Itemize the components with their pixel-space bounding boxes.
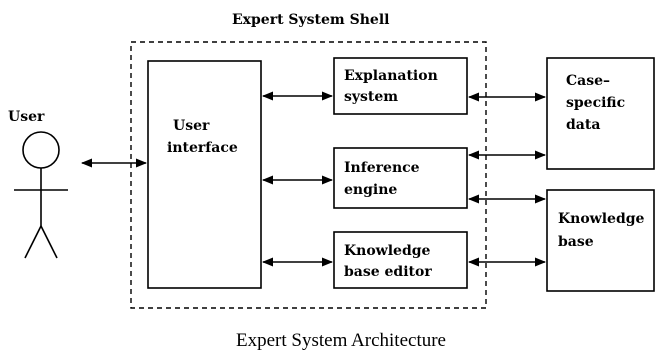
inference-engine-label-line2: engine: [344, 182, 397, 198]
explanation-system-label-line1: Explanation: [344, 68, 438, 84]
knowledge-base-editor-box: Knowledge base editor: [333, 231, 468, 289]
user-interface-box: User interface: [147, 60, 262, 289]
user-interface-label-line2: interface: [167, 140, 238, 156]
knowledge-base-label-line2: base: [558, 234, 594, 250]
explanation-system-box: Explanation system: [333, 57, 468, 115]
user-stick-figure-icon: [14, 131, 68, 259]
case-specific-data-box: Case– specific data: [546, 57, 655, 170]
knowledge-base-label-line1: Knowledge: [558, 211, 645, 227]
case-specific-data-label-line2: specific: [566, 95, 625, 111]
inference-engine-label-line1: Inference: [344, 160, 420, 176]
user-label: User: [8, 109, 45, 125]
shell-boundary: [130, 41, 487, 309]
knowledge-base-editor-label-line1: Knowledge: [344, 243, 431, 259]
user-interface-label-line1: User: [173, 118, 210, 134]
knowledge-base-box: Knowledge base: [546, 189, 655, 292]
diagram-caption: Expert System Architecture: [236, 330, 446, 351]
case-specific-data-label-line1: Case–: [566, 73, 610, 89]
knowledge-base-editor-label-line2: base editor: [344, 264, 432, 280]
case-specific-data-label-line3: data: [566, 117, 600, 133]
shell-title: Expert System Shell: [232, 12, 389, 28]
explanation-system-label-line2: system: [344, 89, 398, 105]
inference-engine-box: Inference engine: [333, 147, 468, 209]
